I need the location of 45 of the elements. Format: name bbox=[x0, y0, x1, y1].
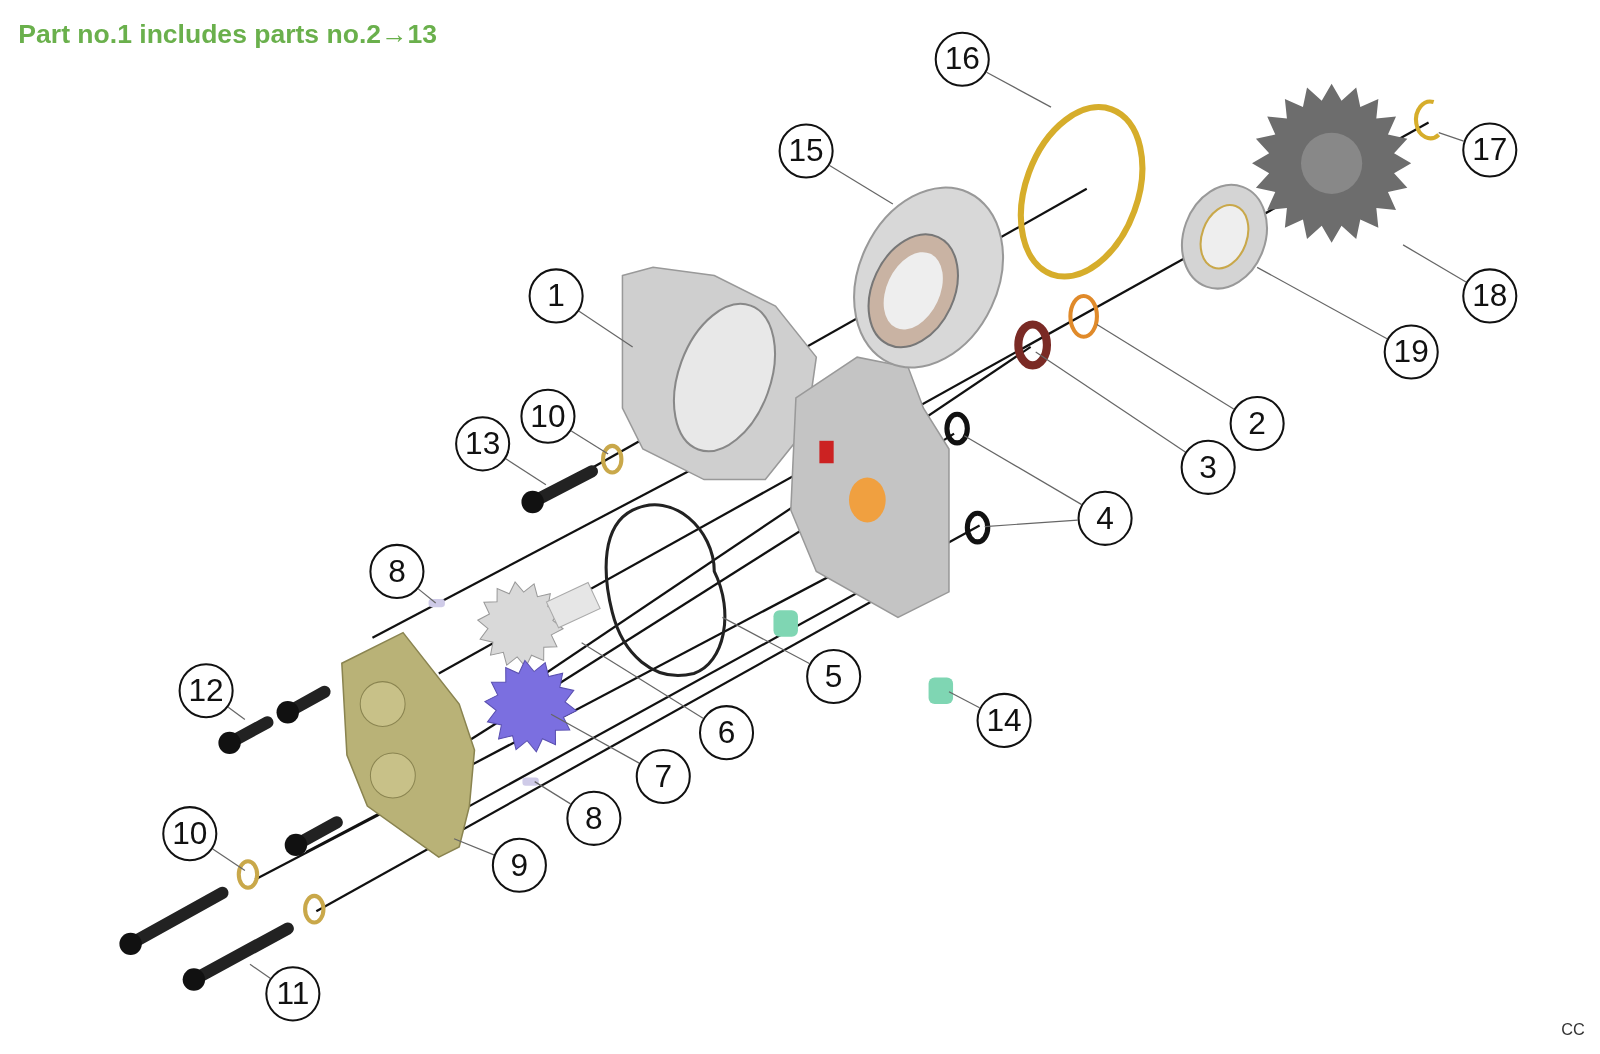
callout-number: 4 bbox=[1077, 490, 1133, 546]
callout-number: 8 bbox=[566, 790, 622, 846]
leader-line bbox=[417, 588, 437, 604]
callout-number: 19 bbox=[1383, 324, 1439, 380]
callout-number: 14 bbox=[976, 692, 1032, 748]
leader-line bbox=[1256, 266, 1388, 340]
leader-line bbox=[721, 616, 810, 665]
title: Part no.1 includes parts no.2→13 bbox=[18, 18, 438, 50]
leader-line bbox=[212, 848, 246, 871]
callout-number: 8 bbox=[369, 543, 425, 599]
leader-line bbox=[1096, 323, 1235, 410]
callout-number: 7 bbox=[635, 748, 691, 805]
leader-line bbox=[829, 164, 894, 205]
leader-line bbox=[578, 310, 634, 348]
corner-note: CC bbox=[1561, 1020, 1585, 1039]
leader-line bbox=[550, 713, 640, 764]
leader-line bbox=[948, 691, 981, 709]
leader-line bbox=[570, 430, 609, 455]
callout-number: 13 bbox=[455, 416, 511, 472]
leader-line bbox=[1035, 351, 1186, 453]
leader-line bbox=[453, 838, 495, 856]
callout-number: 15 bbox=[778, 123, 834, 179]
callout-number: 16 bbox=[934, 31, 990, 87]
leader-line bbox=[227, 706, 246, 720]
leader-line bbox=[581, 642, 704, 719]
callout-number: 6 bbox=[698, 705, 755, 761]
leader-line bbox=[1438, 132, 1465, 142]
callout-number: 1 bbox=[528, 268, 584, 324]
leader-line bbox=[985, 71, 1052, 108]
leader-line bbox=[1402, 244, 1467, 283]
callout-number: 18 bbox=[1462, 268, 1518, 324]
leader-line bbox=[249, 963, 271, 979]
callout-number: 17 bbox=[1462, 122, 1518, 178]
leader-line bbox=[505, 458, 547, 486]
callout-number: 11 bbox=[265, 966, 321, 1022]
callout-number: 5 bbox=[806, 648, 862, 705]
leader-line bbox=[984, 519, 1079, 528]
callout-number: 3 bbox=[1180, 439, 1236, 495]
callout-number: 2 bbox=[1229, 395, 1285, 451]
leader-line bbox=[963, 435, 1082, 505]
leader-line bbox=[534, 781, 572, 805]
callout-number: 10 bbox=[162, 806, 218, 862]
callout-number: 9 bbox=[491, 837, 547, 893]
callout-number: 12 bbox=[178, 663, 234, 719]
callout-number: 10 bbox=[520, 388, 576, 444]
